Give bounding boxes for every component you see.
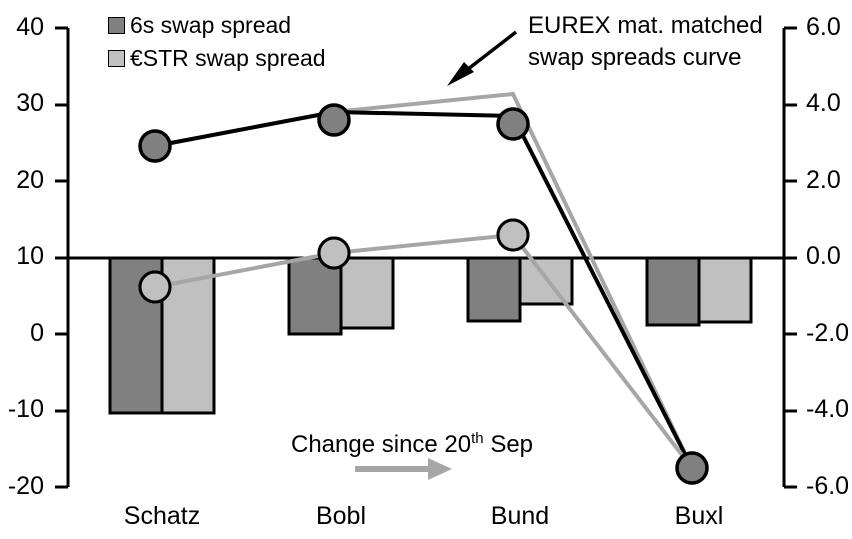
bar-estr-bobl <box>339 256 395 330</box>
bar-6s-buxl <box>645 256 701 327</box>
line-change-since-sep-path <box>154 232 694 470</box>
annotation-change-since: Change since 20th Sep <box>291 431 533 459</box>
annotation-change-superscript: th <box>471 430 484 447</box>
category-label-bund: Bund <box>490 502 550 530</box>
right-axis-spine <box>782 26 797 489</box>
left-axis-tick-20: 20 <box>16 166 44 194</box>
callout-arrow-icon <box>447 30 518 86</box>
right-axis-tick-0: 0.0 <box>806 242 841 270</box>
left-axis-tick-10: 10 <box>16 242 44 270</box>
marker-eurex-bobl <box>317 103 351 137</box>
right-axis-tick-6: 6.0 <box>806 13 841 41</box>
change-arrow-icon <box>355 458 452 480</box>
legend-item-estr-swap-spread: €STR swap spread <box>108 47 326 70</box>
legend-swatch-light <box>108 50 125 67</box>
line-eurex-curve <box>154 109 694 469</box>
right-axis-tick-neg4: -4.0 <box>806 395 850 423</box>
marker-change-bund-top <box>496 218 530 252</box>
legend-label-6s-swap-spread: 6s swap spread <box>130 12 292 38</box>
left-axis-tick-neg20: -20 <box>7 472 44 500</box>
legend-item-6s-swap-spread: 6s swap spread <box>108 14 291 37</box>
right-axis-tick-neg6: -6.0 <box>806 472 850 500</box>
marker-eurex-schatz <box>138 129 172 163</box>
line-change-since-sep <box>154 91 694 469</box>
left-axis-tick-30: 30 <box>16 89 44 117</box>
legend-label-estr-swap-spread: €STR swap spread <box>130 45 326 71</box>
left-axis-spine <box>55 26 70 489</box>
marker-change-schatz-top <box>138 270 172 304</box>
legend-swatch-dark <box>108 17 125 34</box>
annotation-eurex-line2: swap spreads curve <box>528 44 742 71</box>
right-axis-tick-neg2: -2.0 <box>806 319 850 347</box>
annotation-eurex-line1: EUREX mat. matched <box>528 12 763 39</box>
marker-eurex-buxl <box>675 451 709 485</box>
annotation-change-text-after: Sep <box>483 431 534 458</box>
marker-change-bobl-top <box>317 236 351 270</box>
left-axis-tick-0: 0 <box>30 319 44 347</box>
category-label-buxl: Buxl <box>674 502 724 530</box>
marker-eurex-bund <box>496 107 530 141</box>
left-axis-tick-neg10: -10 <box>7 395 44 423</box>
bar-estr-buxl <box>697 256 753 324</box>
right-axis-tick-4: 4.0 <box>806 89 841 117</box>
bar-6s-bund <box>466 256 522 323</box>
left-axis-tick-40: 40 <box>16 13 44 41</box>
right-axis-tick-2: 2.0 <box>806 166 841 194</box>
category-label-bobl: Bobl <box>315 502 367 530</box>
category-label-schatz: Schatz <box>123 502 201 530</box>
annotation-change-text-before: Change since 20 <box>291 431 472 458</box>
